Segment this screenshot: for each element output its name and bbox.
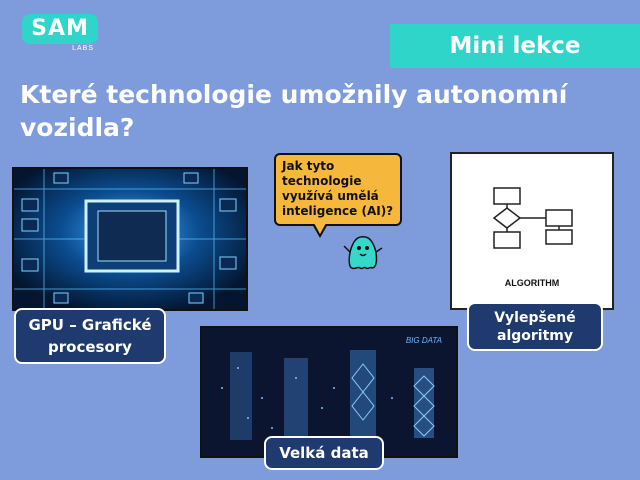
mascot-character xyxy=(340,232,384,272)
slide-title: Které technologie umožnily autonomní voz… xyxy=(20,80,568,142)
speech-bubble: Jak tyto technologie využívá umělá intel… xyxy=(274,153,402,226)
algorithm-label: Vylepšené algoritmy xyxy=(467,302,603,351)
big-data-label: Velká data xyxy=(264,436,384,470)
algorithm-caption: ALGORITHM xyxy=(504,278,560,288)
bubble-tail-fill xyxy=(314,223,326,234)
logo-badge: SAM xyxy=(22,14,98,44)
gpu-image xyxy=(12,167,248,311)
gpu-label: GPU – Grafické procesory xyxy=(14,308,166,364)
sam-labs-logo: SAM LABS xyxy=(22,14,98,54)
big-data-caption: BIG DATA xyxy=(405,336,442,345)
mini-lesson-tag: Mini lekce xyxy=(390,24,640,68)
logo-sub: LABS xyxy=(72,45,94,52)
algorithm-image: ALGORITHM xyxy=(450,152,614,310)
